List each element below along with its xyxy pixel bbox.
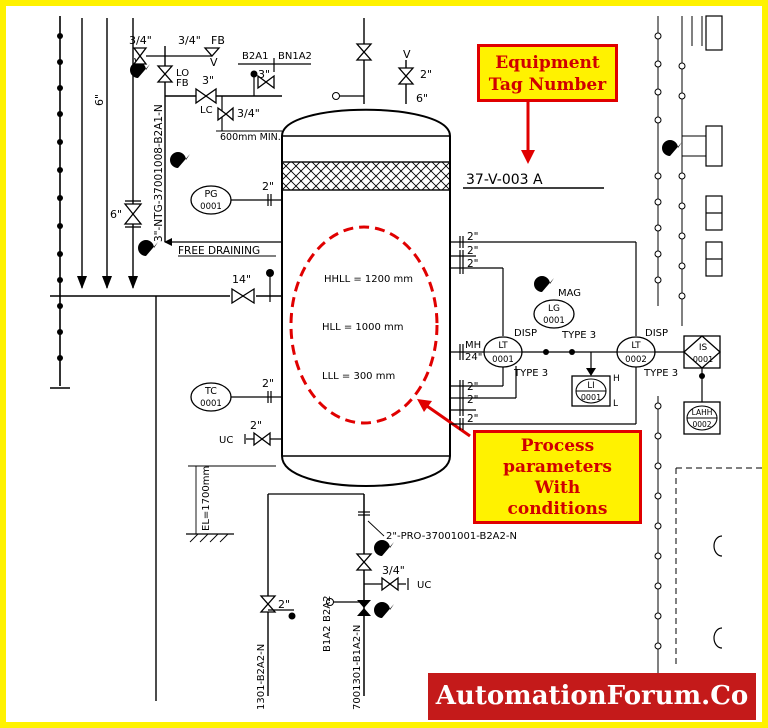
min-distance-label: 600mm MIN. xyxy=(220,132,281,143)
drain-valve-6in xyxy=(123,200,143,228)
svg-text:TYPE 3: TYPE 3 xyxy=(513,368,548,379)
svg-text:2": 2" xyxy=(467,381,479,393)
svg-text:DISP: DISP xyxy=(645,328,668,339)
drain-line-number: 1301-B2A2-N xyxy=(256,644,267,710)
svg-text:3": 3" xyxy=(258,68,270,81)
svg-text:TYPE 3: TYPE 3 xyxy=(643,368,678,379)
svg-text:2": 2" xyxy=(420,68,432,81)
left-line-dots xyxy=(57,33,63,361)
note-marker xyxy=(130,62,682,256)
right-nozzles xyxy=(450,236,637,430)
svg-text:LT: LT xyxy=(631,341,641,351)
svg-text:2": 2" xyxy=(250,419,262,432)
line-size-6in: 6" xyxy=(93,94,106,106)
svg-text:UC: UC xyxy=(417,580,431,591)
svg-text:MAG: MAG xyxy=(558,288,581,299)
lg-0001-bubble xyxy=(533,299,575,329)
svg-text:2": 2" xyxy=(467,245,479,257)
svg-text:2": 2" xyxy=(262,180,274,193)
svg-text:2": 2" xyxy=(278,598,290,611)
svg-text:LAHH: LAHH xyxy=(692,408,713,417)
svg-text:PG: PG xyxy=(204,189,217,200)
svg-text:B2A1: B2A1 xyxy=(242,51,268,62)
svg-text:0001: 0001 xyxy=(492,355,514,365)
line-number-ntg: 3"-NTG-37001008-B2A1-N xyxy=(153,104,165,242)
equipment-tag-callout: Equipment Tag Number xyxy=(477,44,618,102)
pid-drawing: 6" 6" 3"-NTG-37001008-B2A1-N 3/4" 3/4" F… xyxy=(50,15,762,710)
hll-level: HLL = 1000 mm xyxy=(322,322,404,333)
level-parameters-highlight xyxy=(289,225,439,425)
right-edge-symbols xyxy=(705,15,723,649)
svg-text:LG: LG xyxy=(548,304,560,314)
bottom-line-number: 7001301-B1A2-N xyxy=(352,625,363,710)
lc-valve xyxy=(195,87,217,105)
svg-text:2": 2" xyxy=(467,258,479,270)
svg-text:IS: IS xyxy=(699,343,708,353)
vessel-37-v-003a xyxy=(281,108,451,487)
free-draining-label: FREE DRAINING xyxy=(178,245,260,257)
svg-text:DISP: DISP xyxy=(514,328,537,339)
svg-text:B2A2: B2A2 xyxy=(322,596,333,622)
svg-text:3/4": 3/4" xyxy=(382,564,405,577)
svg-text:TYPE 3: TYPE 3 xyxy=(561,330,596,341)
svg-text:14": 14" xyxy=(232,273,251,286)
svg-text:LC: LC xyxy=(200,105,213,116)
svg-text:TC: TC xyxy=(204,386,217,397)
svg-text:BN1A2: BN1A2 xyxy=(278,51,312,62)
inlet-valve-14in xyxy=(231,287,255,305)
brand-watermark: AutomationForum.Co xyxy=(428,673,756,720)
svg-text:2": 2" xyxy=(262,377,274,390)
svg-text:LI: LI xyxy=(587,381,594,391)
elevation-label: EL=1700mm xyxy=(201,466,212,531)
callout-line: parameters xyxy=(503,457,612,477)
callout-line: With xyxy=(534,478,581,498)
svg-text:MH: MH xyxy=(465,340,481,351)
callout-line: conditions xyxy=(507,499,608,519)
header-arrows xyxy=(77,276,138,289)
svg-text:FB: FB xyxy=(176,78,189,89)
svg-text:3/4": 3/4" xyxy=(129,34,152,47)
header-lines xyxy=(81,18,157,701)
svg-text:V: V xyxy=(210,56,218,69)
svg-text:V: V xyxy=(403,48,411,61)
lll-level: LLL = 300 mm xyxy=(322,371,395,382)
svg-text:6": 6" xyxy=(110,208,122,221)
svg-text:LT: LT xyxy=(498,341,508,351)
svg-text:3": 3" xyxy=(202,74,214,87)
callout-line: Equipment xyxy=(495,53,600,73)
svg-text:0002: 0002 xyxy=(692,420,711,429)
svg-text:2": 2" xyxy=(467,394,479,406)
outlet-line-number: 2"-PRO-37001001-B2A2-N xyxy=(386,531,517,542)
hhll-level: HHLL = 1200 mm xyxy=(324,274,413,285)
svg-text:L: L xyxy=(613,399,618,409)
right-line-bubbles xyxy=(654,32,686,650)
equipment-tag: 37-V-003 A xyxy=(466,172,543,188)
svg-text:0001: 0001 xyxy=(693,355,713,364)
svg-text:2": 2" xyxy=(467,231,479,243)
svg-text:0001: 0001 xyxy=(581,393,601,402)
svg-text:3/4": 3/4" xyxy=(178,34,201,47)
svg-text:2": 2" xyxy=(467,413,479,425)
svg-text:LO: LO xyxy=(176,68,189,79)
svg-text:0002: 0002 xyxy=(625,355,647,365)
svg-text:UC: UC xyxy=(219,435,233,446)
callout-line: Process xyxy=(520,436,595,456)
svg-text:B1A2: B1A2 xyxy=(322,626,333,652)
svg-text:6": 6" xyxy=(416,92,428,105)
svg-text:H: H xyxy=(613,374,620,384)
demister-pad xyxy=(281,161,451,191)
svg-text:0001: 0001 xyxy=(543,316,565,326)
callout-line: Tag Number xyxy=(488,75,607,95)
svg-text:FB: FB xyxy=(211,34,225,47)
svg-text:0001: 0001 xyxy=(200,399,222,409)
process-parameters-callout: Process parameters With conditions xyxy=(473,430,642,524)
svg-text:0001: 0001 xyxy=(200,202,222,212)
svg-text:3/4": 3/4" xyxy=(237,107,260,120)
svg-text:24": 24" xyxy=(465,352,482,363)
